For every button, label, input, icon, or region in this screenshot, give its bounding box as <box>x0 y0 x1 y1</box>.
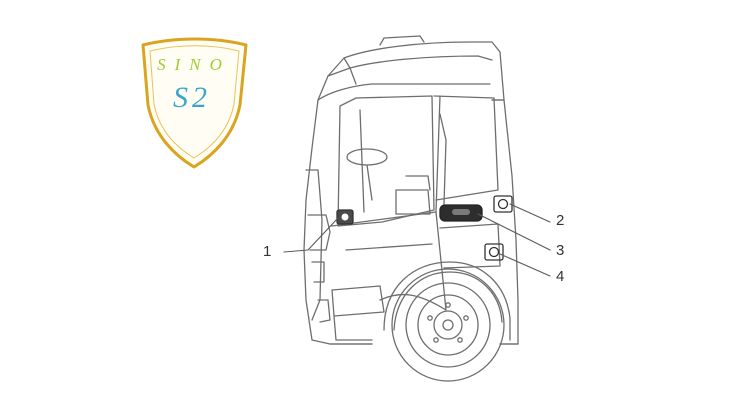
cab-roof <box>317 35 505 101</box>
callout-2: 2 <box>556 212 565 229</box>
component-3-handle <box>439 204 483 222</box>
leader-lines <box>283 203 551 277</box>
cab-wheel <box>383 261 511 382</box>
leader-line-4 <box>499 253 551 277</box>
callout-4: 4 <box>556 268 565 285</box>
leader-line-2 <box>509 203 551 223</box>
cab-windows <box>337 95 499 227</box>
component-1-lamp <box>336 209 354 225</box>
leader-line-3 <box>477 213 551 251</box>
cab-step <box>331 285 385 341</box>
logo-bottom-text: S2 <box>173 81 211 114</box>
sino-logo: SINO S2 <box>141 37 248 169</box>
callout-1: 1 <box>263 243 272 260</box>
callout-3: 3 <box>556 242 565 259</box>
cab-front-grille <box>305 169 331 323</box>
component-2-sensor <box>493 195 513 213</box>
cab-door <box>331 95 501 311</box>
leader-line-1 <box>283 217 339 253</box>
component-4-sensor <box>484 243 504 261</box>
logo-top-text: SINO <box>157 55 231 74</box>
cab-body <box>303 99 519 345</box>
cab-interior <box>346 113 447 215</box>
